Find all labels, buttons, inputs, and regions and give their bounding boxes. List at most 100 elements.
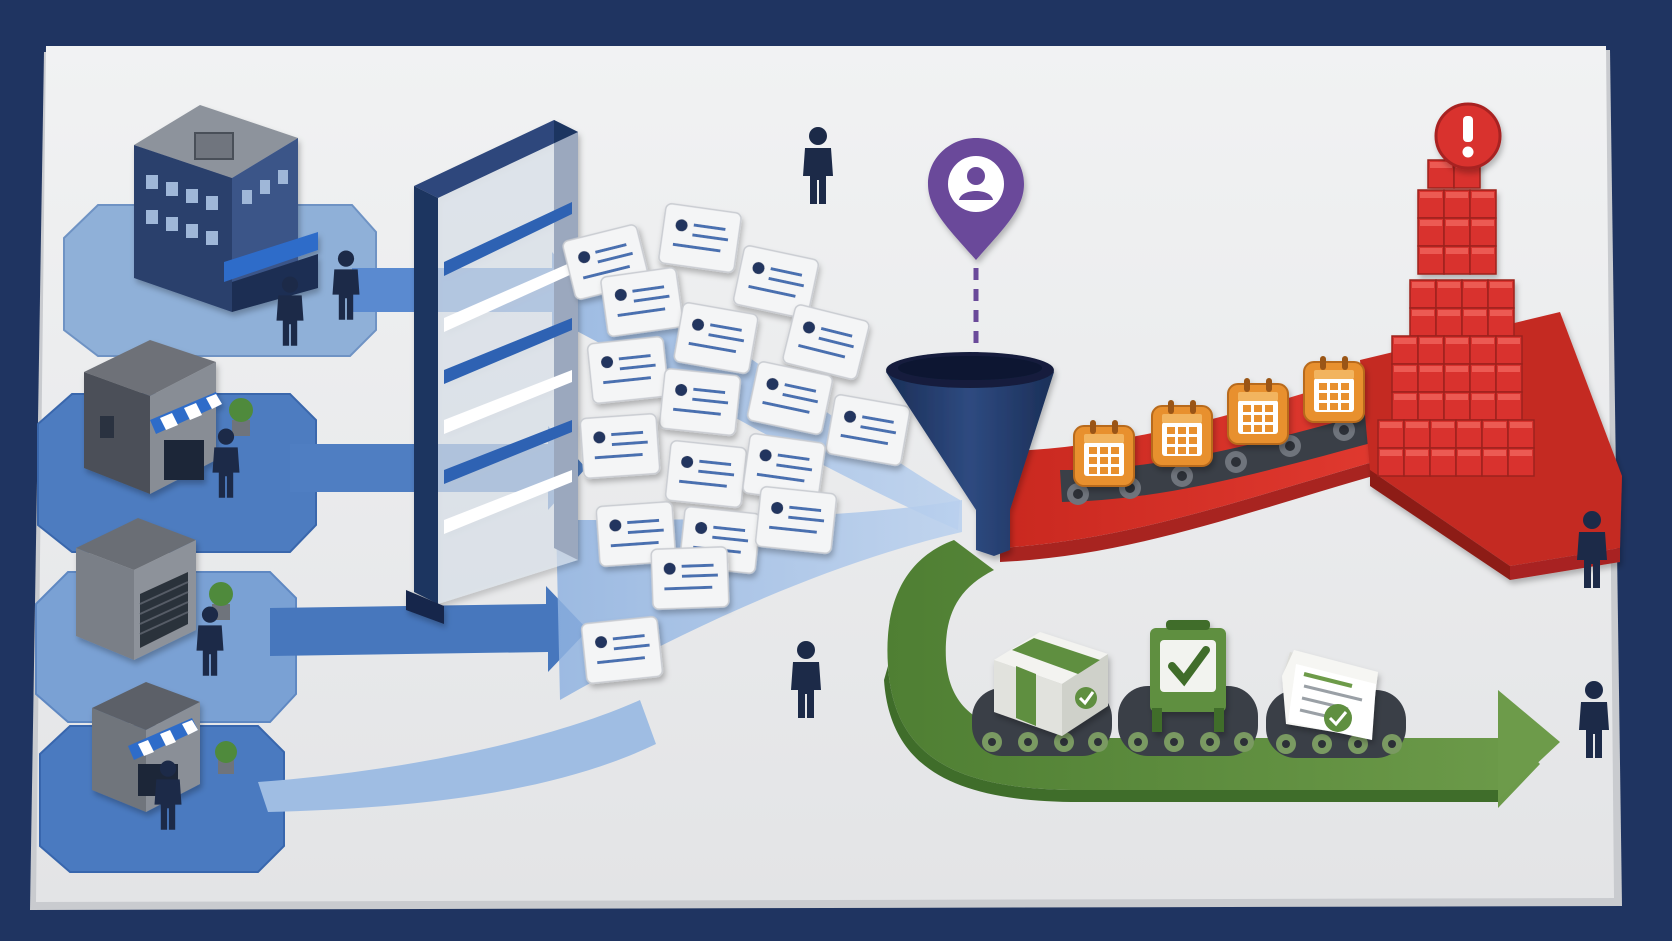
block <box>1417 335 1445 365</box>
person-figure-icon <box>332 250 360 320</box>
belt-roller <box>982 732 1002 752</box>
block <box>1409 279 1437 309</box>
block <box>1391 335 1419 365</box>
stacked-blocks <box>1360 159 1622 580</box>
block <box>1429 419 1457 449</box>
block-tower <box>1377 159 1535 477</box>
block <box>1403 419 1431 449</box>
belt-roller <box>1171 465 1193 487</box>
block <box>1435 279 1463 309</box>
person-figure-icon <box>196 606 224 676</box>
belt-roller <box>1067 483 1089 505</box>
block <box>1469 391 1497 421</box>
block <box>1417 245 1445 275</box>
record-card <box>664 440 748 508</box>
green-belt-rollers <box>982 732 1402 754</box>
belt-roller <box>1348 734 1368 754</box>
block <box>1507 419 1535 449</box>
belt-roller <box>1054 732 1074 752</box>
block <box>1487 279 1515 309</box>
block <box>1403 447 1431 477</box>
green-arrowhead <box>1498 690 1560 800</box>
block <box>1495 335 1523 365</box>
block <box>1417 391 1445 421</box>
funnel-icon <box>886 352 1054 556</box>
block <box>1443 189 1471 219</box>
record-card <box>650 546 730 610</box>
belt-roller <box>1200 732 1220 752</box>
belt-roller <box>1312 734 1332 754</box>
intake-arrow-4 <box>258 700 656 812</box>
block <box>1377 419 1405 449</box>
block <box>1443 363 1471 393</box>
block <box>1391 391 1419 421</box>
record-card <box>658 203 742 273</box>
record-card <box>600 267 684 337</box>
person-figure-icon <box>276 276 304 346</box>
person-figure-icon <box>212 428 240 498</box>
record-card <box>754 486 838 554</box>
person-location-pin-icon <box>928 138 1024 260</box>
record-card <box>825 394 911 466</box>
record-card <box>782 304 870 380</box>
block <box>1377 447 1405 477</box>
block <box>1469 189 1497 219</box>
belt-roller <box>1333 419 1355 441</box>
person-figure-icon <box>1577 511 1607 588</box>
block <box>1455 447 1483 477</box>
red-belt <box>1060 410 1382 502</box>
record-card <box>580 616 664 684</box>
block <box>1469 245 1497 275</box>
block <box>1507 447 1535 477</box>
record-card <box>673 302 759 374</box>
belt-roller <box>1128 732 1148 752</box>
exclamation-alert-icon <box>1434 102 1502 170</box>
belt-roller <box>1225 451 1247 473</box>
block <box>1429 447 1457 477</box>
calendar-icon <box>1303 356 1365 423</box>
block <box>1487 307 1515 337</box>
block <box>1417 363 1445 393</box>
block <box>1435 307 1463 337</box>
shop-awning-icon <box>84 340 222 494</box>
check-sign-icon <box>1150 620 1226 732</box>
block <box>1443 245 1471 275</box>
approved-document-icon <box>1282 650 1378 740</box>
gate-rack-icon <box>406 120 578 624</box>
block <box>1495 363 1523 393</box>
record-cards <box>562 203 911 684</box>
belt-roller <box>1018 732 1038 752</box>
calendar-icon <box>1227 378 1289 445</box>
belt-roller <box>1382 734 1402 754</box>
block <box>1461 279 1489 309</box>
block <box>1391 363 1419 393</box>
block <box>1417 189 1445 219</box>
belt-roller <box>1164 732 1184 752</box>
people <box>154 127 1609 830</box>
block <box>1469 217 1497 247</box>
record-card <box>732 245 820 319</box>
gate-shelves <box>444 202 572 534</box>
garage-icon <box>76 518 196 660</box>
red-path-edge <box>1000 460 1380 562</box>
block <box>1481 447 1509 477</box>
verified-package-icon <box>994 632 1108 736</box>
person-figure-icon <box>154 760 182 830</box>
person-figure-icon <box>791 641 821 718</box>
block <box>1469 363 1497 393</box>
block <box>1409 307 1437 337</box>
block <box>1469 335 1497 365</box>
record-card <box>579 413 661 479</box>
block <box>1427 159 1455 189</box>
record-card <box>586 336 670 404</box>
belt-roller <box>1234 732 1254 752</box>
record-card <box>746 361 834 435</box>
record-card <box>658 368 742 436</box>
block <box>1443 217 1471 247</box>
calendar-icon <box>1151 400 1213 467</box>
block <box>1443 335 1471 365</box>
person-figure-icon <box>1579 681 1609 758</box>
person-figure-icon <box>803 127 833 204</box>
